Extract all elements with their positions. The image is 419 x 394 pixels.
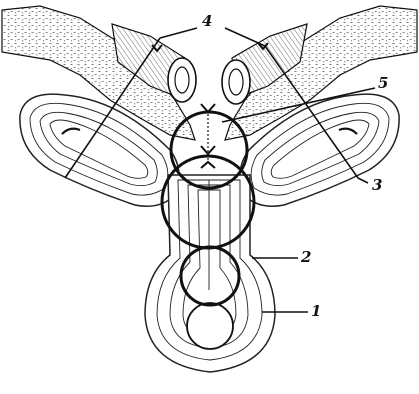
label-3: 3 — [372, 178, 382, 193]
label-1: 1 — [311, 304, 321, 319]
label-2: 2 — [301, 250, 311, 265]
label-4: 4 — [202, 14, 212, 29]
central-opening — [187, 303, 233, 349]
label-5: 5 — [378, 76, 388, 91]
